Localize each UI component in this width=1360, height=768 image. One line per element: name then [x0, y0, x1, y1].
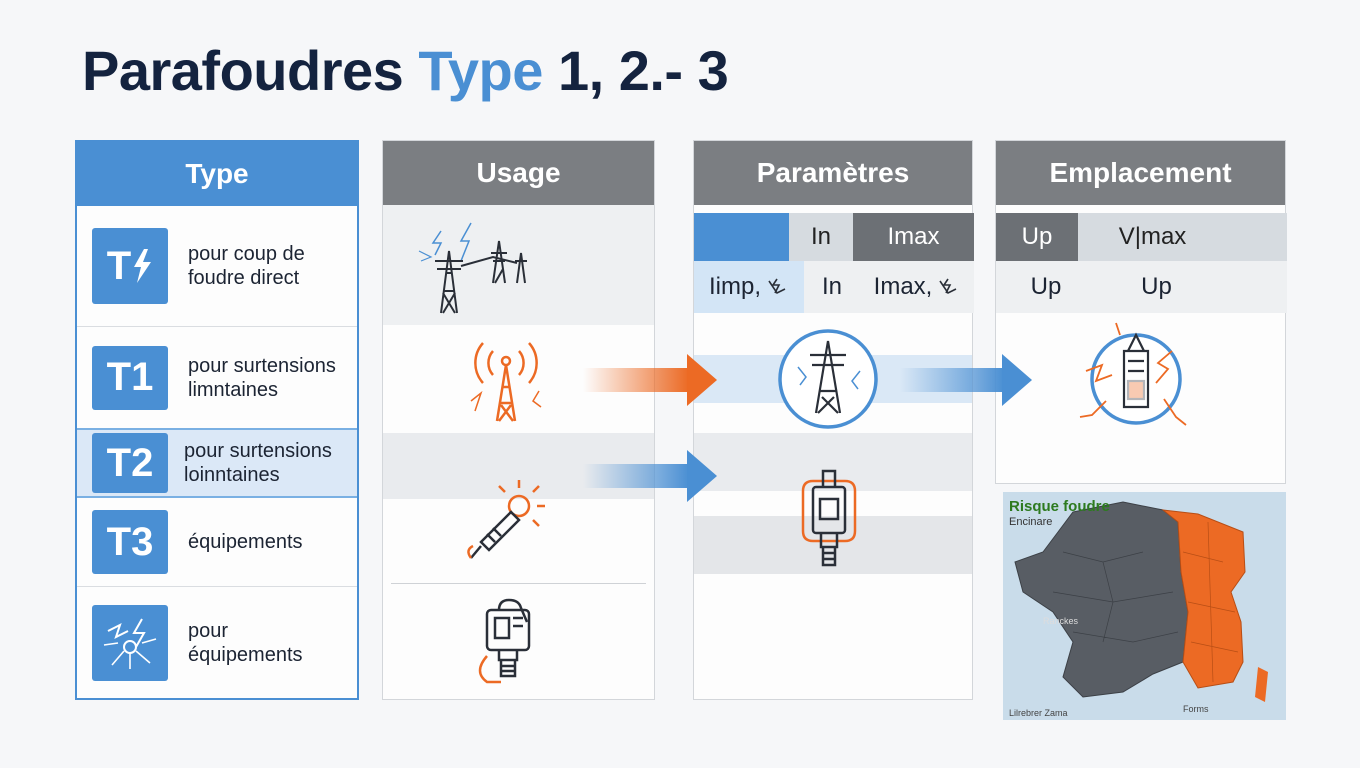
param-imax: Imax, — [860, 261, 974, 313]
title-part2: Type — [418, 39, 543, 102]
param-iimp: Iimp, — [694, 261, 804, 313]
type-row-t3[interactable]: T3 équipements — [77, 498, 357, 586]
divider — [391, 583, 646, 584]
type-desc-line2: loinntaines — [184, 464, 280, 486]
page-title: Parafoudres Type 1, 2.- 3 — [82, 38, 729, 103]
lightning-bolt-icon — [134, 249, 152, 283]
type-desc-line1: pour coup de — [188, 243, 305, 265]
pylon-circle-icon — [778, 329, 878, 429]
arrow-blue-2 — [900, 354, 1032, 406]
type-desc-line1: pour surtensions — [188, 354, 336, 377]
arrow-blue-1 — [583, 450, 717, 502]
type-row-t1[interactable]: T1 pour surtensions limntaines — [77, 326, 357, 428]
pylons-lightning-icon — [418, 222, 527, 314]
emp-up-header: Up — [996, 213, 1078, 261]
type-badge-t2: T2 — [92, 433, 168, 493]
plug-spark-icon — [467, 480, 545, 559]
type-desc-line2: foudre direct — [188, 267, 300, 289]
param-in: In — [804, 261, 860, 313]
parametres-header: Paramètres — [694, 141, 972, 205]
emp-vmax-header: V|max — [1078, 213, 1287, 261]
type-desc-line1: pour surtensions — [184, 440, 332, 462]
map-title: Risque foudre — [1009, 498, 1110, 515]
type-column: Type T pour coup de foudre direct T1 pou… — [75, 140, 359, 700]
type-badge-t1: T1 — [92, 345, 168, 410]
param-in-header: In — [789, 213, 853, 261]
param-imax-header: Imax — [853, 213, 974, 261]
type-row-direct[interactable]: T pour coup de foudre direct — [77, 206, 357, 326]
surge-device-icon — [478, 598, 531, 684]
surge-module-icon — [801, 469, 857, 567]
building-lightning-icon — [1079, 322, 1187, 426]
type-row-t2[interactable]: T2 pour surtensions loinntaines — [77, 428, 357, 498]
emp-up-1: Up — [996, 261, 1096, 313]
type-badge-t3: T3 — [92, 510, 168, 574]
emplacement-column: Emplacement Up V|max Up Up — [995, 140, 1287, 484]
type-row-equipements[interactable]: pour équipements — [77, 586, 357, 698]
lightning-plug-icon — [103, 618, 157, 669]
map-subtitle: Encinare — [1009, 516, 1053, 528]
map-label-bottom-left: Lilrebrer Zama — [1009, 708, 1068, 718]
type-badge-lightning — [92, 604, 168, 681]
emplacement-header: Emplacement — [996, 141, 1285, 205]
lightning-risk-map: Risque foudre Encinare Ranckes Lilrebrer… — [1003, 492, 1286, 720]
type-desc-line1: équipements — [188, 531, 303, 553]
map-label-west: Ranckes — [1043, 616, 1079, 626]
map-label-bottom: Forms — [1183, 704, 1209, 714]
emp-up-2: Up — [1096, 261, 1287, 313]
title-part3: 1, 2.- 3 — [542, 39, 729, 102]
type-desc-line2: équipements — [188, 643, 303, 666]
parametres-column: Paramètres In Imax Iimp, In Imax, — [693, 140, 974, 700]
usage-column: Usage — [382, 140, 655, 700]
title-part1: Parafoudres — [82, 39, 419, 102]
emitting-tower-icon — [470, 342, 542, 422]
lightning-hook-icon — [768, 278, 786, 295]
lightning-hook-icon — [939, 278, 957, 295]
arrow-orange — [583, 354, 717, 406]
type-desc-line2: limntaines — [188, 378, 279, 401]
france-map-icon — [1014, 501, 1268, 702]
type-badge: T — [92, 228, 168, 304]
type-header: Type — [77, 142, 357, 206]
type-desc-line1: pour — [188, 619, 229, 642]
usage-header: Usage — [383, 141, 654, 205]
param-cell-empty — [694, 213, 789, 261]
